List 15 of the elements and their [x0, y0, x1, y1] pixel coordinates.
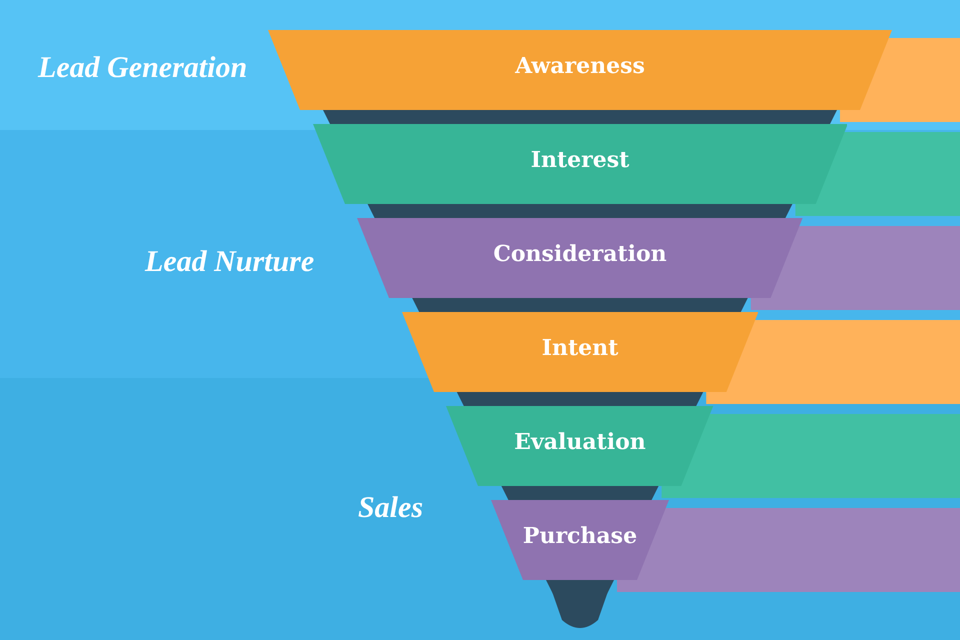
segment-label: Evaluation: [514, 428, 646, 456]
funnel-segment: [312, 124, 848, 204]
segment-label: Purchase: [522, 522, 638, 550]
funnel-segment: [268, 30, 892, 110]
funnel-segment: [402, 312, 758, 392]
segment-label: Awareness: [515, 52, 645, 80]
segment-label: Consideration: [493, 240, 667, 268]
stage-label: Lead Nurture: [145, 244, 314, 280]
funnel-segment: [357, 218, 803, 298]
funnel-segment: [446, 406, 714, 486]
segment-label: Interest: [530, 146, 630, 174]
stage-label: Lead Generation: [38, 50, 248, 86]
funnel-segment: [491, 500, 669, 580]
stage-label: Sales: [358, 490, 424, 526]
segment-label: Intent: [542, 334, 618, 362]
